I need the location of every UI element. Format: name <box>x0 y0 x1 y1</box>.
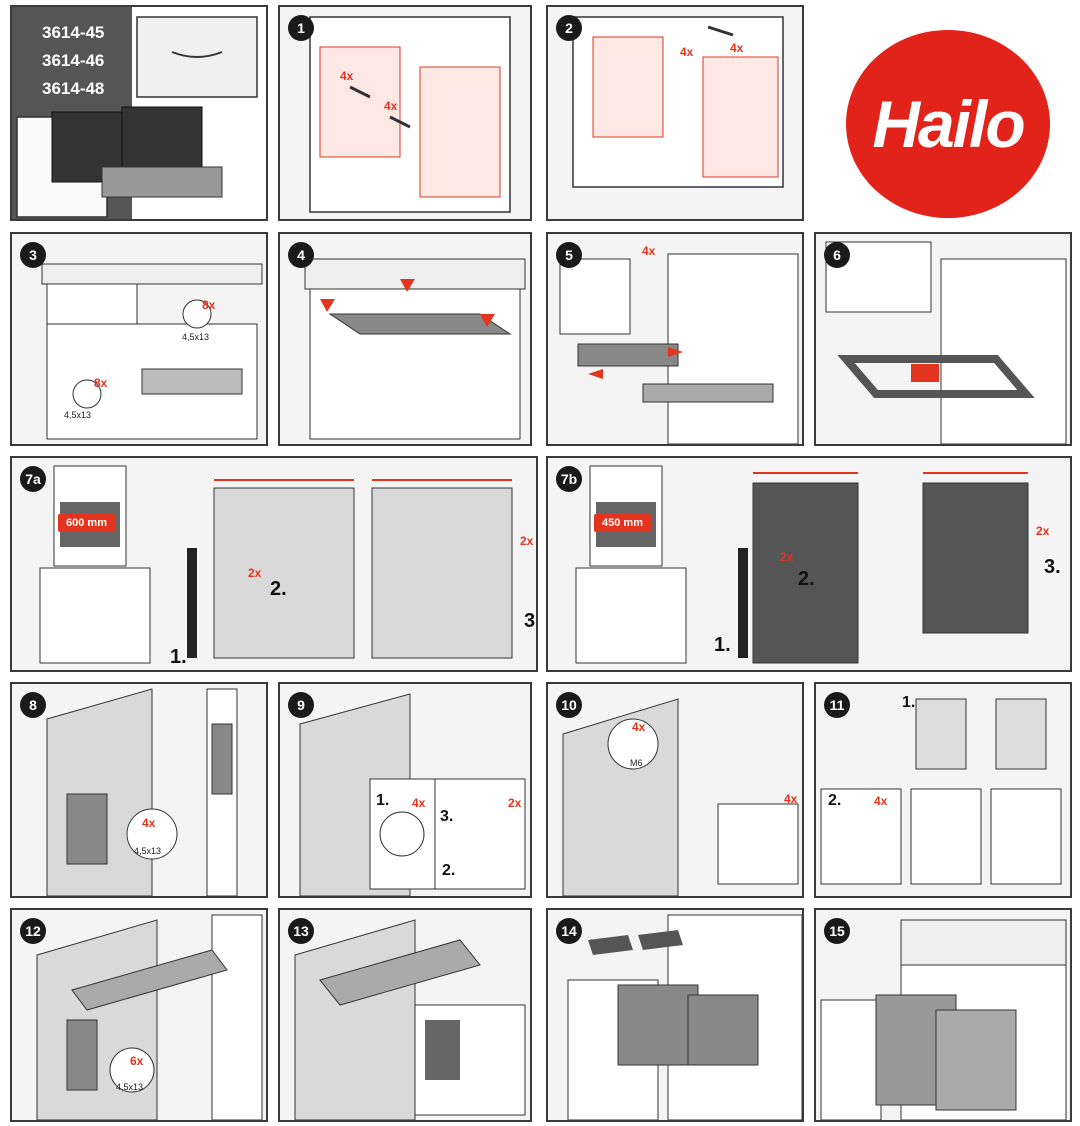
step-panel-5: 5 4x <box>546 232 804 446</box>
step-panel-11: 11 1. 2. 4x <box>814 682 1072 898</box>
step-panel-10: 10 4x M6 4x <box>546 682 804 898</box>
qty-label: 4x <box>384 99 398 113</box>
step-number: 8 <box>20 692 46 718</box>
bolt-size-label: M6 <box>630 758 643 768</box>
qty-label: 2x <box>780 550 794 564</box>
step-panel-4: 4 <box>278 232 532 446</box>
substep-label: 2. <box>270 578 287 600</box>
cabinet-width-label: 600 mm <box>58 514 115 532</box>
step-10-illustration <box>562 698 799 896</box>
step-number: 5 <box>556 242 582 268</box>
qty-label: 2x <box>248 566 262 580</box>
qty-label: 2x <box>508 796 522 810</box>
step-panel-3: 3 8x 4,5x13 8x 4,5x13 <box>10 232 268 446</box>
step-number: 6 <box>824 242 850 268</box>
step-panel-7a: 7a 600 mm 1. 2. 3. 2x 2x <box>10 456 538 672</box>
cabinet-width-label: 450 mm <box>594 514 651 532</box>
qty-label: 4x <box>680 45 694 59</box>
step-number: 1 <box>288 15 314 41</box>
qty-label: 4x <box>874 794 888 808</box>
step-number: 9 <box>288 692 314 718</box>
step-panel-9: 9 1. 4x 3. 2x 2. <box>278 682 532 898</box>
step-panel-8: 8 4x 4,5x13 <box>10 682 268 898</box>
step-7a-illustration <box>39 465 513 664</box>
step-number: 10 <box>556 692 582 718</box>
article-number: 3614-46 <box>42 51 105 70</box>
step-5-illustration <box>559 253 799 444</box>
step-panel-13: 13 <box>278 908 532 1122</box>
step-panel-12: 12 6x 4,5x13 <box>10 908 268 1122</box>
step-panel-7b: 7b 450 mm 1. 2. 3. 2x 2x <box>546 456 1072 672</box>
substep-label: 2. <box>442 862 456 879</box>
step-11-illustration <box>820 698 1062 885</box>
qty-label: 6x <box>130 1054 144 1068</box>
step-number: 7a <box>20 466 46 492</box>
step-number: 14 <box>556 918 582 944</box>
brand-logo-text: Hailo <box>872 87 1025 161</box>
substep-label: 1. <box>902 694 916 711</box>
qty-label: 4x <box>632 720 646 734</box>
step-9-illustration <box>299 693 526 896</box>
step-6-illustration <box>825 241 1067 444</box>
article-number: 3614-45 <box>42 23 105 42</box>
step-3-illustration <box>41 263 263 440</box>
qty-label: 4x <box>142 816 156 830</box>
qty-label: 8x <box>94 376 108 390</box>
qty-label: 4x <box>784 792 798 806</box>
substep-label: 3. <box>1044 556 1061 578</box>
brand-logo: Hailo <box>846 30 1050 218</box>
qty-label: 4x <box>642 244 656 258</box>
cover-panel: 3614-45 3614-46 3614-48 <box>10 5 268 221</box>
step-7b-illustration <box>575 465 1029 664</box>
qty-label: 4x <box>340 69 354 83</box>
step-8-illustration <box>46 688 238 896</box>
step-13-illustration <box>294 919 526 1120</box>
screw-size-label: 4,5x13 <box>64 410 92 420</box>
step-number: 4 <box>288 242 314 268</box>
step-number: 3 <box>20 242 46 268</box>
step-number: 7b <box>556 466 582 492</box>
step-14-illustration <box>567 914 802 1120</box>
screw-size-label: 4,5x13 <box>182 332 210 342</box>
article-number: 3614-48 <box>42 79 105 98</box>
substep-label: 3. <box>524 610 536 632</box>
step-panel-1: 1 4x 4x <box>278 5 532 221</box>
step-number: 11 <box>824 692 850 718</box>
qty-label: 4x <box>412 796 426 810</box>
step-number: 2 <box>556 15 582 41</box>
substep-label: 3. <box>440 808 454 825</box>
step-number: 12 <box>20 918 46 944</box>
substep-label: 1. <box>376 792 390 809</box>
step-15-illustration <box>820 919 1067 1120</box>
step-panel-15: 15 <box>814 908 1072 1122</box>
substep-label: 1. <box>714 634 731 656</box>
step-12-illustration <box>36 914 263 1120</box>
step-2-illustration <box>572 16 784 188</box>
qty-label: 2x <box>1036 524 1050 538</box>
substep-label: 2. <box>798 568 815 590</box>
step-panel-14: 14 <box>546 908 804 1122</box>
step-number: 13 <box>288 918 314 944</box>
step-panel-6: 6 <box>814 232 1072 446</box>
step-panel-2: 2 4x 4x <box>546 5 804 221</box>
substep-label: 2. <box>828 792 842 809</box>
qty-label: 8x <box>202 298 216 312</box>
step-1-illustration <box>309 16 511 213</box>
qty-label: 4x <box>730 41 744 55</box>
cover-illustration <box>12 7 266 219</box>
step-number: 15 <box>824 918 850 944</box>
screw-size-label: 4,5x13 <box>134 846 162 856</box>
screw-size-label: 4,5x13 <box>116 1082 144 1092</box>
substep-label: 1. <box>170 646 187 668</box>
article-numbers: 3614-45 3614-46 3614-48 <box>42 19 104 103</box>
qty-label: 2x <box>520 534 534 548</box>
step-4-illustration <box>304 258 526 440</box>
